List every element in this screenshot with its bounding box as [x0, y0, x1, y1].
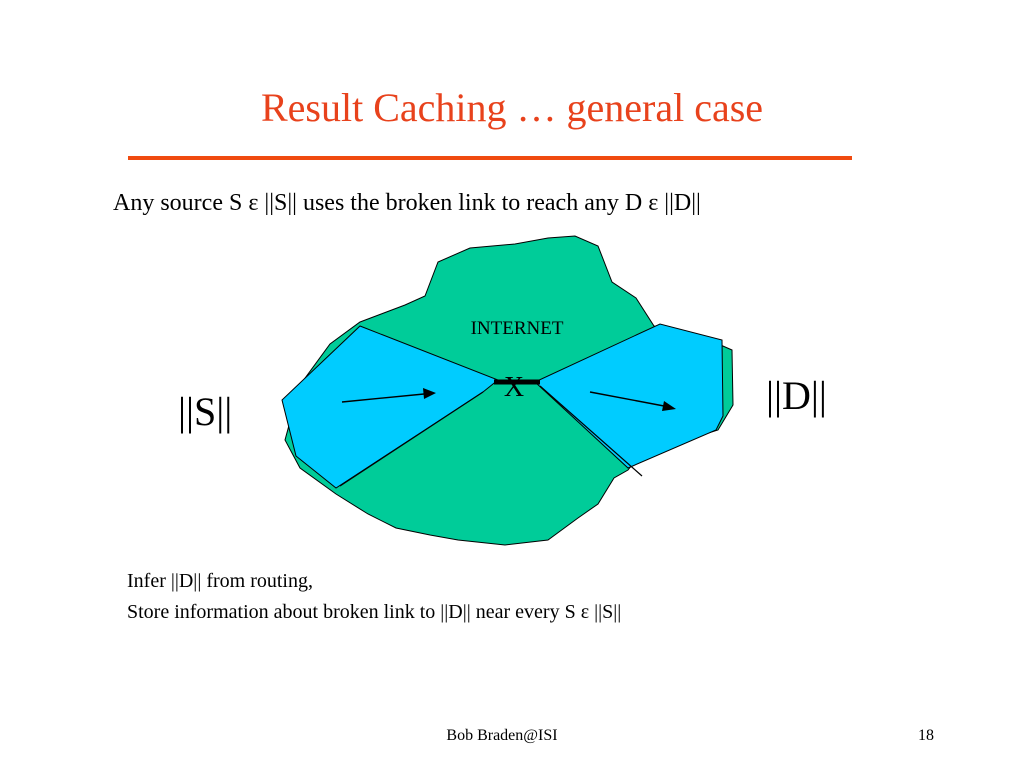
dest-set-label: ||D|| — [766, 373, 827, 418]
footer-author: Bob Braden@ISI — [446, 727, 558, 744]
destination-region — [534, 323, 724, 469]
internet-label: INTERNET — [471, 318, 564, 339]
destination-arrowhead — [662, 401, 676, 411]
break-mark: X — [504, 372, 524, 403]
destination-region-edge — [539, 385, 643, 477]
note-line: Store information about broken link to |… — [127, 601, 622, 623]
note-line: Infer ||D|| from routing, — [127, 570, 313, 592]
source-arrowhead — [423, 388, 436, 399]
source-region-edge — [339, 391, 484, 487]
slide-title: Result Caching … general case — [260, 85, 764, 130]
source-set-label: ||S|| — [178, 389, 233, 434]
title-underline — [128, 156, 852, 160]
slide-subtitle: Any source S ε ||S|| uses the broken lin… — [113, 190, 701, 216]
notes-block: Infer ||D|| from routing, Store informat… — [127, 566, 621, 628]
destination-arrow — [589, 391, 665, 407]
page-number: 18 — [918, 727, 934, 744]
source-arrow — [341, 393, 425, 403]
